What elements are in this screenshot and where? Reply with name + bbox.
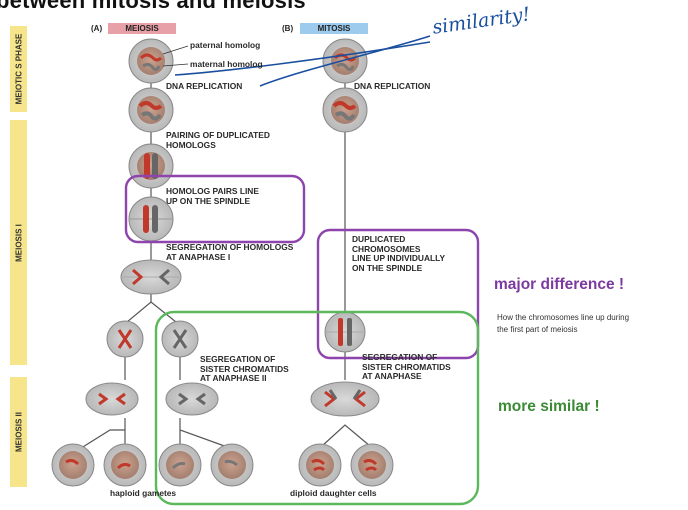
green-box xyxy=(154,310,480,506)
flow-lines xyxy=(77,78,371,451)
label-pairing: PAIRING OF DUPLICATED HOMOLOGS xyxy=(166,130,270,150)
label-duplicated-chromosomes: DUPLICATED CHROMOSOMES LINE UP INDIVIDUA… xyxy=(352,234,446,273)
cell-mitosis-2 xyxy=(322,87,368,133)
note-major-explanation: How the chromosomes line up during the f… xyxy=(497,313,630,334)
purple-box-mitosis xyxy=(316,228,480,360)
phase-bar-meiosis1: MEIOSIS I xyxy=(10,120,27,365)
purple-box-meiosis xyxy=(124,174,306,244)
label-segregation-homologs: SEGREGATION OF HOMOLOGS AT ANAPHASE I xyxy=(166,242,294,262)
phase-bar-s: MEIOTIC S PHASE xyxy=(10,26,27,112)
cell-meiosis-3 xyxy=(128,143,174,189)
label-haploid-gametes: haploid gametes xyxy=(110,488,177,498)
column-a-letter: (A) xyxy=(91,24,103,33)
phase-bar-meiosis2: MEIOSIS II xyxy=(10,377,27,487)
cell-meiosis-6a xyxy=(85,382,139,416)
cell-mitosis-1 xyxy=(322,38,368,84)
label-dna-replication-mitosis: DNA REPLICATION xyxy=(354,81,431,91)
cell-mitosis-anaphase xyxy=(310,381,380,417)
page-title: between mitosis and meiosis xyxy=(0,0,306,13)
cell-mitosis-metaphase xyxy=(324,311,366,353)
gamete-cells xyxy=(51,443,254,487)
cell-meiosis-5a xyxy=(106,320,144,358)
ink-line-2 xyxy=(259,35,431,87)
label-maternal-homolog: maternal homolog xyxy=(190,59,263,69)
label-diploid-cells: diploid daughter cells xyxy=(290,488,377,498)
label-segregation-sister-meiosis: SEGREGATION OF SISTER CHROMATIDS AT ANAP… xyxy=(200,354,289,383)
cell-meiosis-1 xyxy=(128,38,174,84)
cell-meiosis-4 xyxy=(128,196,174,242)
column-b-letter: (B) xyxy=(282,24,294,33)
label-dna-replication-meiosis: DNA REPLICATION xyxy=(166,81,243,91)
note-more-similar: more similar ! xyxy=(498,398,600,415)
cell-meiosis-2 xyxy=(128,87,174,133)
daughter-cells xyxy=(298,443,394,487)
mitosis-header: MITOSIS xyxy=(300,23,368,34)
cell-meiosis-5b xyxy=(161,320,199,358)
note-major-difference: major difference ! xyxy=(494,276,625,293)
meiosis-header: MEIOSIS xyxy=(108,23,176,34)
cell-meiosis-6b xyxy=(165,382,219,416)
label-paternal-homolog: paternal homolog xyxy=(190,40,261,50)
label-segregation-sister-mitosis: SEGREGATION OF SISTER CHROMATIDS AT ANAP… xyxy=(362,352,451,381)
label-homolog-pairs: HOMOLOG PAIRS LINE UP ON THE SPINDLE xyxy=(166,186,259,206)
cell-meiosis-anaphase1 xyxy=(120,259,182,295)
